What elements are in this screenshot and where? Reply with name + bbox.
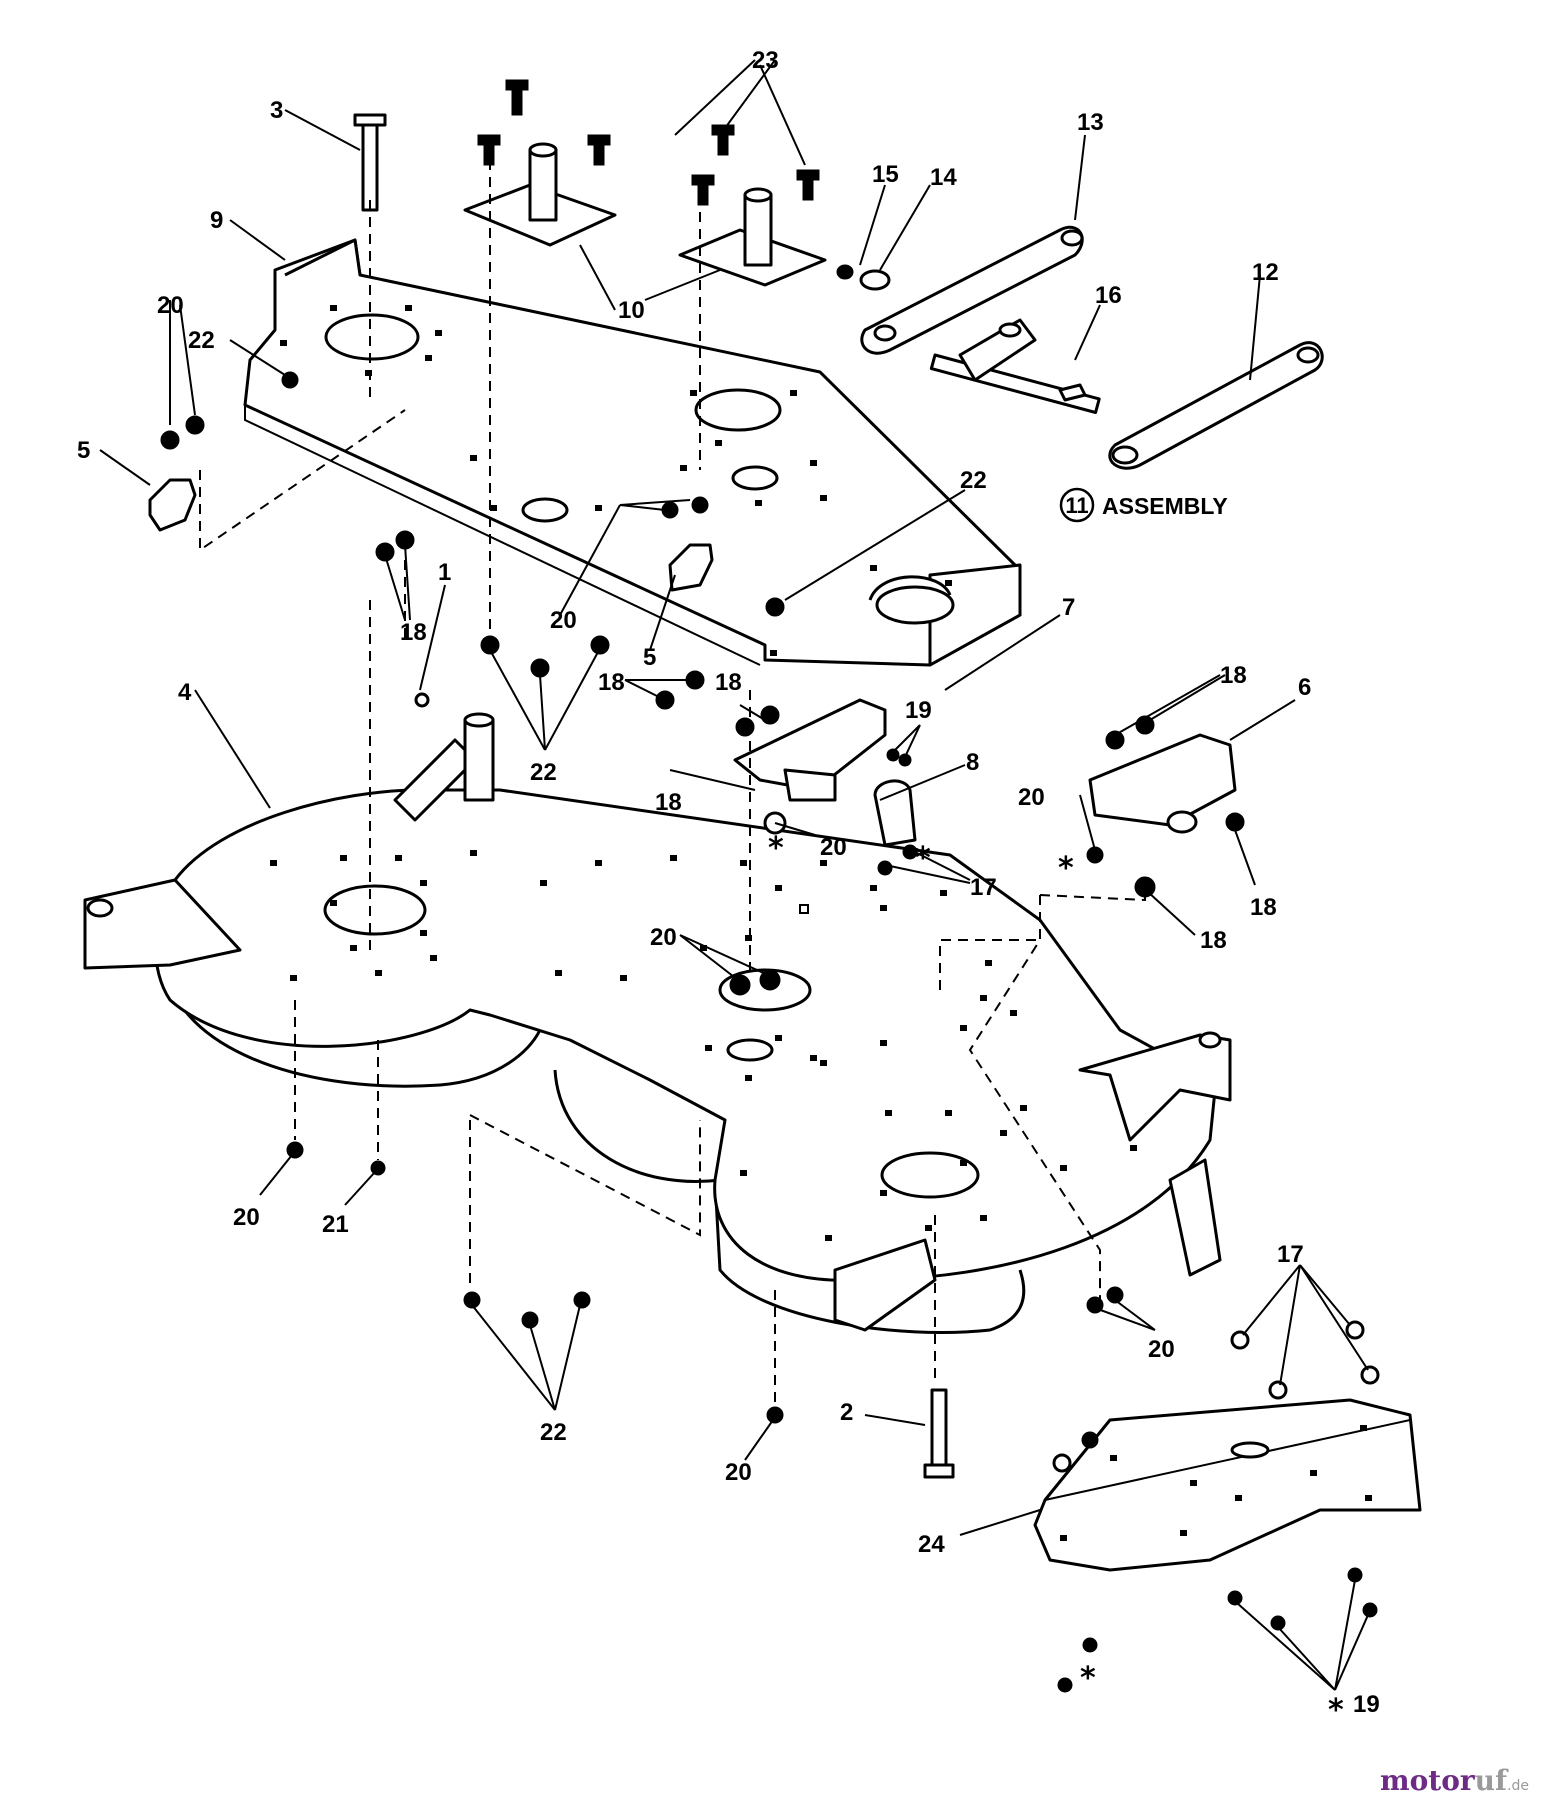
callout-labels: 3 23 9 10 20 22 5 13 15 14 12 16 22 20 5… (77, 47, 1380, 1718)
callout-20-b: 20 (550, 607, 577, 634)
watermark-text: motoruf.de (1380, 1764, 1529, 1797)
mower-deck-housing (83, 712, 1232, 1334)
watermark-logo: motoruf.de (1380, 1764, 1529, 1797)
callout-18-b: 18 (598, 669, 625, 696)
callout-18-d: 18 (655, 789, 682, 816)
callout-13: 13 (1077, 109, 1104, 136)
callout-10: 10 (618, 297, 645, 324)
callout-14: 14 (930, 164, 957, 191)
callout-23: 23 (752, 47, 779, 74)
callout-18-c: 18 (715, 669, 742, 696)
callout-5-a: 5 (77, 437, 90, 464)
callout-20-c: 20 (1018, 784, 1045, 811)
callout-20-h: 20 (1148, 1336, 1175, 1363)
callout-18-f: 18 (1250, 894, 1277, 921)
callout-1: 1 (438, 559, 451, 586)
callout-17-b: 17 (1277, 1241, 1304, 1268)
leader-lines (99, 59, 1369, 1691)
callout-6: 6 (1298, 674, 1311, 701)
callout-18-e: 18 (1220, 662, 1247, 689)
asterisk-mark: * (768, 831, 784, 866)
callout-24: 24 (918, 1531, 945, 1558)
callout-2: 2 (840, 1399, 853, 1426)
spindle-mount-plates (463, 142, 827, 287)
callout-5-b: 5 (643, 644, 656, 671)
asterisk-marks: * * * * * (768, 831, 1344, 1728)
callout-19-a: 19 (905, 697, 932, 724)
deck-holes (270, 850, 1137, 1241)
callout-3: 3 (270, 97, 283, 124)
belt-cover-plate (243, 238, 1022, 667)
callout-19-b: 19 (1353, 1691, 1380, 1718)
callout-9: 9 (210, 207, 223, 234)
callout-16: 16 (1095, 282, 1122, 309)
callout-20-e: 20 (650, 924, 677, 951)
callout-20-a: 20 (157, 292, 184, 319)
callout-15: 15 (872, 161, 899, 188)
callout-4: 4 (178, 679, 192, 706)
asterisk-mark: * (1058, 851, 1074, 886)
baffle-plate (1033, 1398, 1422, 1572)
callout-18-g: 18 (1200, 927, 1227, 954)
callout-20-d: 20 (820, 834, 847, 861)
assembly-text: ASSEMBLY (1102, 493, 1228, 519)
callout-22-d: 22 (540, 1419, 567, 1446)
asterisk-mark: * (1080, 1661, 1096, 1696)
brackets (148, 478, 1237, 847)
callout-8: 8 (966, 749, 979, 776)
asterisk-mark: * (1328, 1693, 1344, 1728)
callout-22-b: 22 (960, 467, 987, 494)
hardware (160, 79, 1380, 1693)
callout-12: 12 (1252, 259, 1279, 286)
assembly-guide-lines (199, 160, 1146, 1405)
callout-22-a: 22 (188, 327, 215, 354)
callout-17-a: 17 (970, 874, 997, 901)
lift-arm-assembly (836, 225, 1324, 522)
callout-20-g: 20 (725, 1459, 752, 1486)
callout-18-a: 18 (400, 619, 427, 646)
callout-7: 7 (1062, 594, 1075, 621)
assembly-number: 11 (1065, 493, 1088, 518)
callout-21: 21 (322, 1211, 349, 1238)
callout-20-f: 20 (233, 1204, 260, 1231)
callout-22-c: 22 (530, 759, 557, 786)
asterisk-mark: * (915, 841, 931, 876)
assembly-label: 11 ASSEMBLY (1059, 487, 1228, 523)
assembly-number-circle (1059, 487, 1095, 523)
